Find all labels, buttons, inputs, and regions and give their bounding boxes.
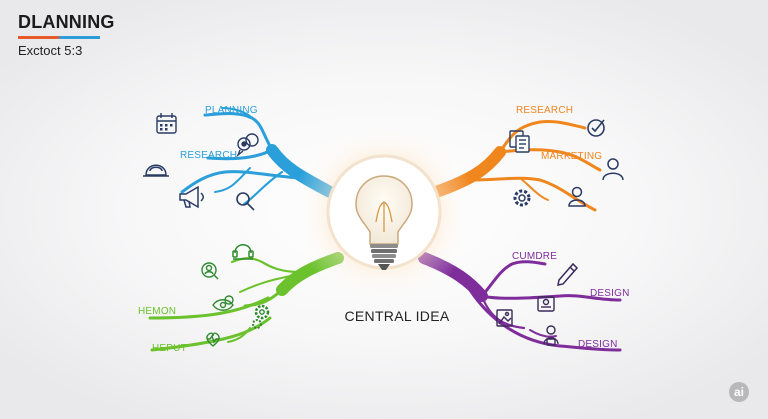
magnifier-icon bbox=[236, 192, 255, 211]
label-heput: HEPUT bbox=[152, 343, 187, 354]
central-bulb bbox=[292, 120, 476, 304]
eye-icon bbox=[212, 295, 234, 311]
headset-icon bbox=[232, 244, 254, 260]
checkmark-icon bbox=[587, 119, 605, 137]
label-hemon: HEMON bbox=[138, 306, 176, 317]
chat-bubbles-icon bbox=[236, 133, 259, 158]
pencil-icon bbox=[557, 262, 579, 286]
helmet-icon bbox=[143, 164, 169, 177]
label-research-orange: RESEARCH bbox=[516, 105, 573, 116]
title-block: DLANNING Exctoct 5:3 bbox=[18, 12, 115, 58]
label-design-1: DESIGN bbox=[590, 288, 630, 299]
label-research-blue: RESEARCH bbox=[180, 150, 237, 161]
megaphone-icon bbox=[179, 185, 204, 209]
calendar-icon bbox=[156, 113, 177, 134]
watermark-logo: ai bbox=[729, 382, 749, 402]
branch-green bbox=[148, 252, 344, 352]
label-cumdre: CUMDRE bbox=[512, 251, 557, 262]
user-icon bbox=[602, 158, 624, 181]
lightbulb-icon bbox=[355, 175, 413, 270]
person-icon bbox=[568, 186, 586, 207]
label-design-2: DESIGN bbox=[578, 339, 618, 350]
title-underline bbox=[18, 36, 100, 39]
central-idea-label: CENTRAL IDEA bbox=[344, 308, 450, 324]
page-subtitle: Exctoct 5:3 bbox=[18, 43, 83, 58]
gear-icon bbox=[513, 189, 531, 207]
user-search-icon bbox=[201, 262, 219, 280]
id-card-icon bbox=[537, 296, 555, 312]
gears-icon bbox=[252, 304, 270, 329]
document-icon bbox=[509, 130, 530, 153]
label-planning: PLANNING bbox=[205, 105, 258, 116]
heart-pulse-icon bbox=[206, 332, 220, 347]
user-badge-icon bbox=[543, 325, 559, 346]
image-icon bbox=[496, 309, 513, 327]
label-marketing: MARKETING bbox=[541, 151, 602, 162]
page-title: DLANNING bbox=[18, 12, 115, 32]
